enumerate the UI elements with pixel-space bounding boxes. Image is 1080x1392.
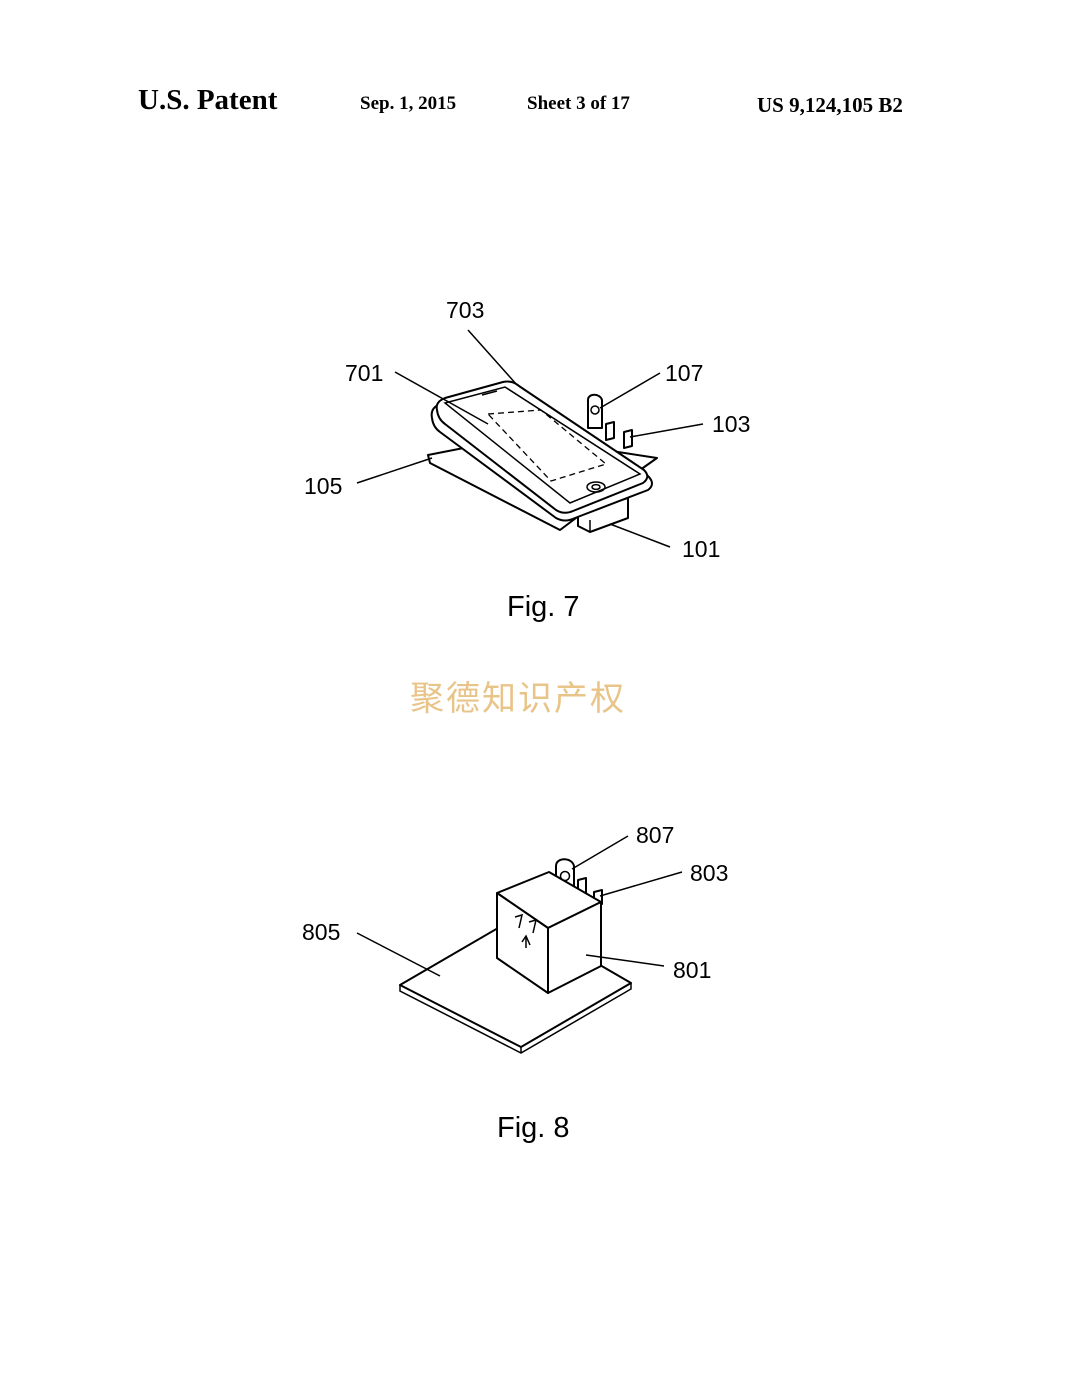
fig7-drawing — [356, 329, 704, 548]
fig7-label: 703 — [446, 297, 484, 323]
fig7-label: 101 — [682, 536, 720, 562]
fig8-drawing — [356, 835, 683, 1054]
patent-title: U.S. Patent — [138, 84, 278, 116]
fig8-caption: Fig. 8 — [497, 1112, 570, 1144]
watermark: 聚德知识产权 — [410, 679, 626, 719]
fig7-label: 103 — [712, 411, 750, 437]
patent-date: Sep. 1, 2015 — [360, 93, 457, 114]
fig7-label: 107 — [665, 360, 703, 386]
fig8-label: 805 — [302, 919, 340, 945]
fig7-caption: Fig. 7 — [507, 591, 580, 623]
fig8-label: 803 — [690, 860, 728, 886]
fig7-label: 701 — [345, 360, 383, 386]
fig8-label: 807 — [636, 822, 674, 848]
sheet-number: Sheet 3 of 17 — [527, 93, 630, 114]
patent-number: US 9,124,105 B2 — [757, 93, 903, 117]
fig7-label: 105 — [304, 473, 342, 499]
fig8-label: 801 — [673, 957, 711, 983]
